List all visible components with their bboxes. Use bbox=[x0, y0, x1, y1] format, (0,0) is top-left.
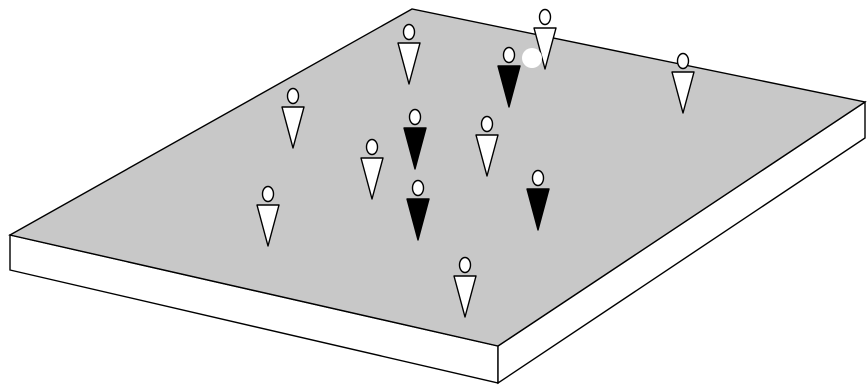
player-head bbox=[678, 54, 689, 69]
player-head bbox=[460, 258, 471, 273]
player-head bbox=[404, 25, 415, 40]
player-head bbox=[540, 10, 551, 25]
player-head bbox=[413, 181, 424, 196]
player-head bbox=[482, 117, 493, 132]
player-head bbox=[504, 48, 515, 63]
player-head bbox=[533, 171, 544, 186]
player-head bbox=[288, 89, 299, 104]
player-head bbox=[410, 110, 421, 125]
player-head bbox=[263, 187, 274, 202]
ball bbox=[522, 48, 542, 68]
player-head bbox=[367, 140, 378, 155]
